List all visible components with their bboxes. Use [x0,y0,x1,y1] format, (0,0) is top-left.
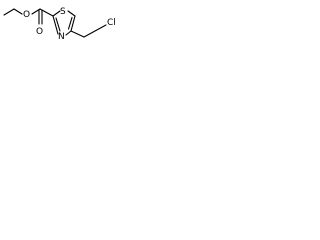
bond-c4-n3 [65,30,72,36]
atom-o-carbonyl: O [36,27,43,37]
bond-s1-c5 [67,10,76,17]
bond-ch2-cl [83,24,107,38]
atom-o-ester: O [23,10,30,20]
atom-n-ring: N [58,32,65,42]
bond-ch3-ch2 [3,8,15,16]
atom-cl: Cl [107,18,116,28]
bond-n3-c2 [52,15,59,35]
atom-s-ring: S [60,7,66,17]
bond-carbonyl-c2 [39,8,54,17]
structure-svg: O O S N Cl [3,7,116,42]
bond-n3-c2-inner [55,17,61,32]
bond-c2-s1 [52,10,61,17]
bond-c5-c4 [70,15,76,32]
molecule-diagram: O O S N Cl [0,0,135,61]
bond-ch2-o [13,8,23,15]
bond-c4-ch2 [70,30,85,38]
bond-c5-c4-inner [67,16,73,30]
